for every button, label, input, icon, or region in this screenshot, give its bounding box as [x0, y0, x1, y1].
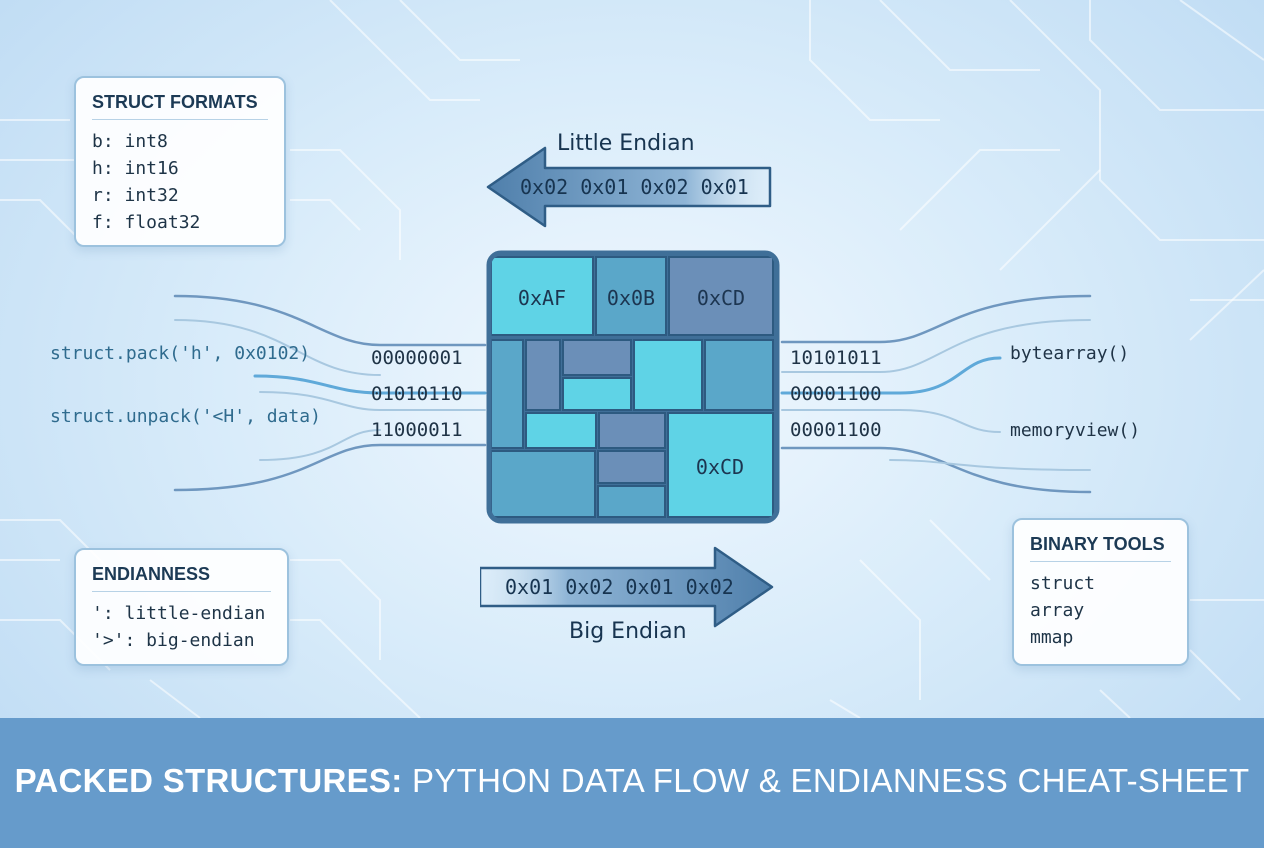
tool-line: array — [1030, 600, 1085, 621]
struct-formats-title: STRUCT FORMATS — [92, 92, 268, 120]
endianness-title: ENDIANNESS — [92, 564, 271, 592]
left-bits-3: 11000011 — [371, 419, 463, 441]
left-bits-2: 01010110 — [371, 383, 463, 405]
format-line: h: int16 — [92, 158, 179, 179]
little-endian-bytes: 0x02 0x01 0x02 0x01 — [520, 175, 749, 199]
cell-label-top-left: 0xAF — [518, 286, 566, 310]
cell-0x0b — [595, 256, 667, 336]
cell-label-top-mid: 0x0B — [607, 286, 655, 310]
tool-line: mmap — [1030, 627, 1074, 648]
memoryview-label: memoryview() — [1010, 420, 1141, 441]
binary-tools-title: BINARY TOOLS — [1030, 534, 1171, 562]
footer-banner — [0, 718, 1264, 848]
endianness-card: ENDIANNESS ': little-endian '>': big-end… — [74, 548, 289, 666]
big-endian-arrow — [480, 546, 774, 628]
endianness-line: '>': big-endian — [92, 630, 255, 651]
memory-block: 0xAF 0x0B 0xCD 0xCD — [486, 250, 780, 524]
bytearray-label: bytearray() — [1010, 343, 1130, 364]
right-bits-3: 00001100 — [790, 419, 882, 441]
struct-pack-label: struct.pack('h', 0x0102) — [50, 343, 311, 364]
footer-title-rest: PYTHON DATA FLOW & ENDIANNESS CHEAT-SHEE… — [402, 762, 1250, 799]
format-line: b: int8 — [92, 131, 168, 152]
left-bits-1: 00000001 — [371, 347, 463, 369]
big-endian-bytes: 0x01 0x02 0x01 0x02 — [505, 575, 734, 599]
format-line: f: float32 — [92, 212, 201, 233]
cell-0xcd-top — [668, 256, 774, 336]
big-endian-label: Big Endian — [569, 619, 687, 644]
cell-0xaf — [490, 256, 594, 336]
little-endian-label: Little Endian — [557, 131, 695, 156]
right-bits-1: 10101011 — [790, 347, 882, 369]
cell-label-top-right: 0xCD — [697, 286, 745, 310]
cell-label-bottom-right: 0xCD — [696, 455, 744, 479]
little-endian-arrow — [486, 146, 772, 228]
endianness-line: ': little-endian — [92, 603, 266, 624]
right-bits-2: 00001100 — [790, 383, 882, 405]
tool-line: struct — [1030, 573, 1096, 594]
format-line: r: int32 — [92, 185, 179, 206]
footer-title-bold: PACKED STRUCTURES: — [14, 762, 403, 799]
struct-formats-card: STRUCT FORMATS b: int8 h: int16 r: int32… — [74, 76, 286, 247]
struct-unpack-label: struct.unpack('<H', data) — [50, 406, 321, 427]
binary-tools-card: BINARY TOOLS struct array mmap — [1012, 518, 1189, 666]
footer-title: PACKED STRUCTURES: PYTHON DATA FLOW & EN… — [0, 762, 1264, 800]
cell-0xcd-bottom — [667, 412, 774, 518]
